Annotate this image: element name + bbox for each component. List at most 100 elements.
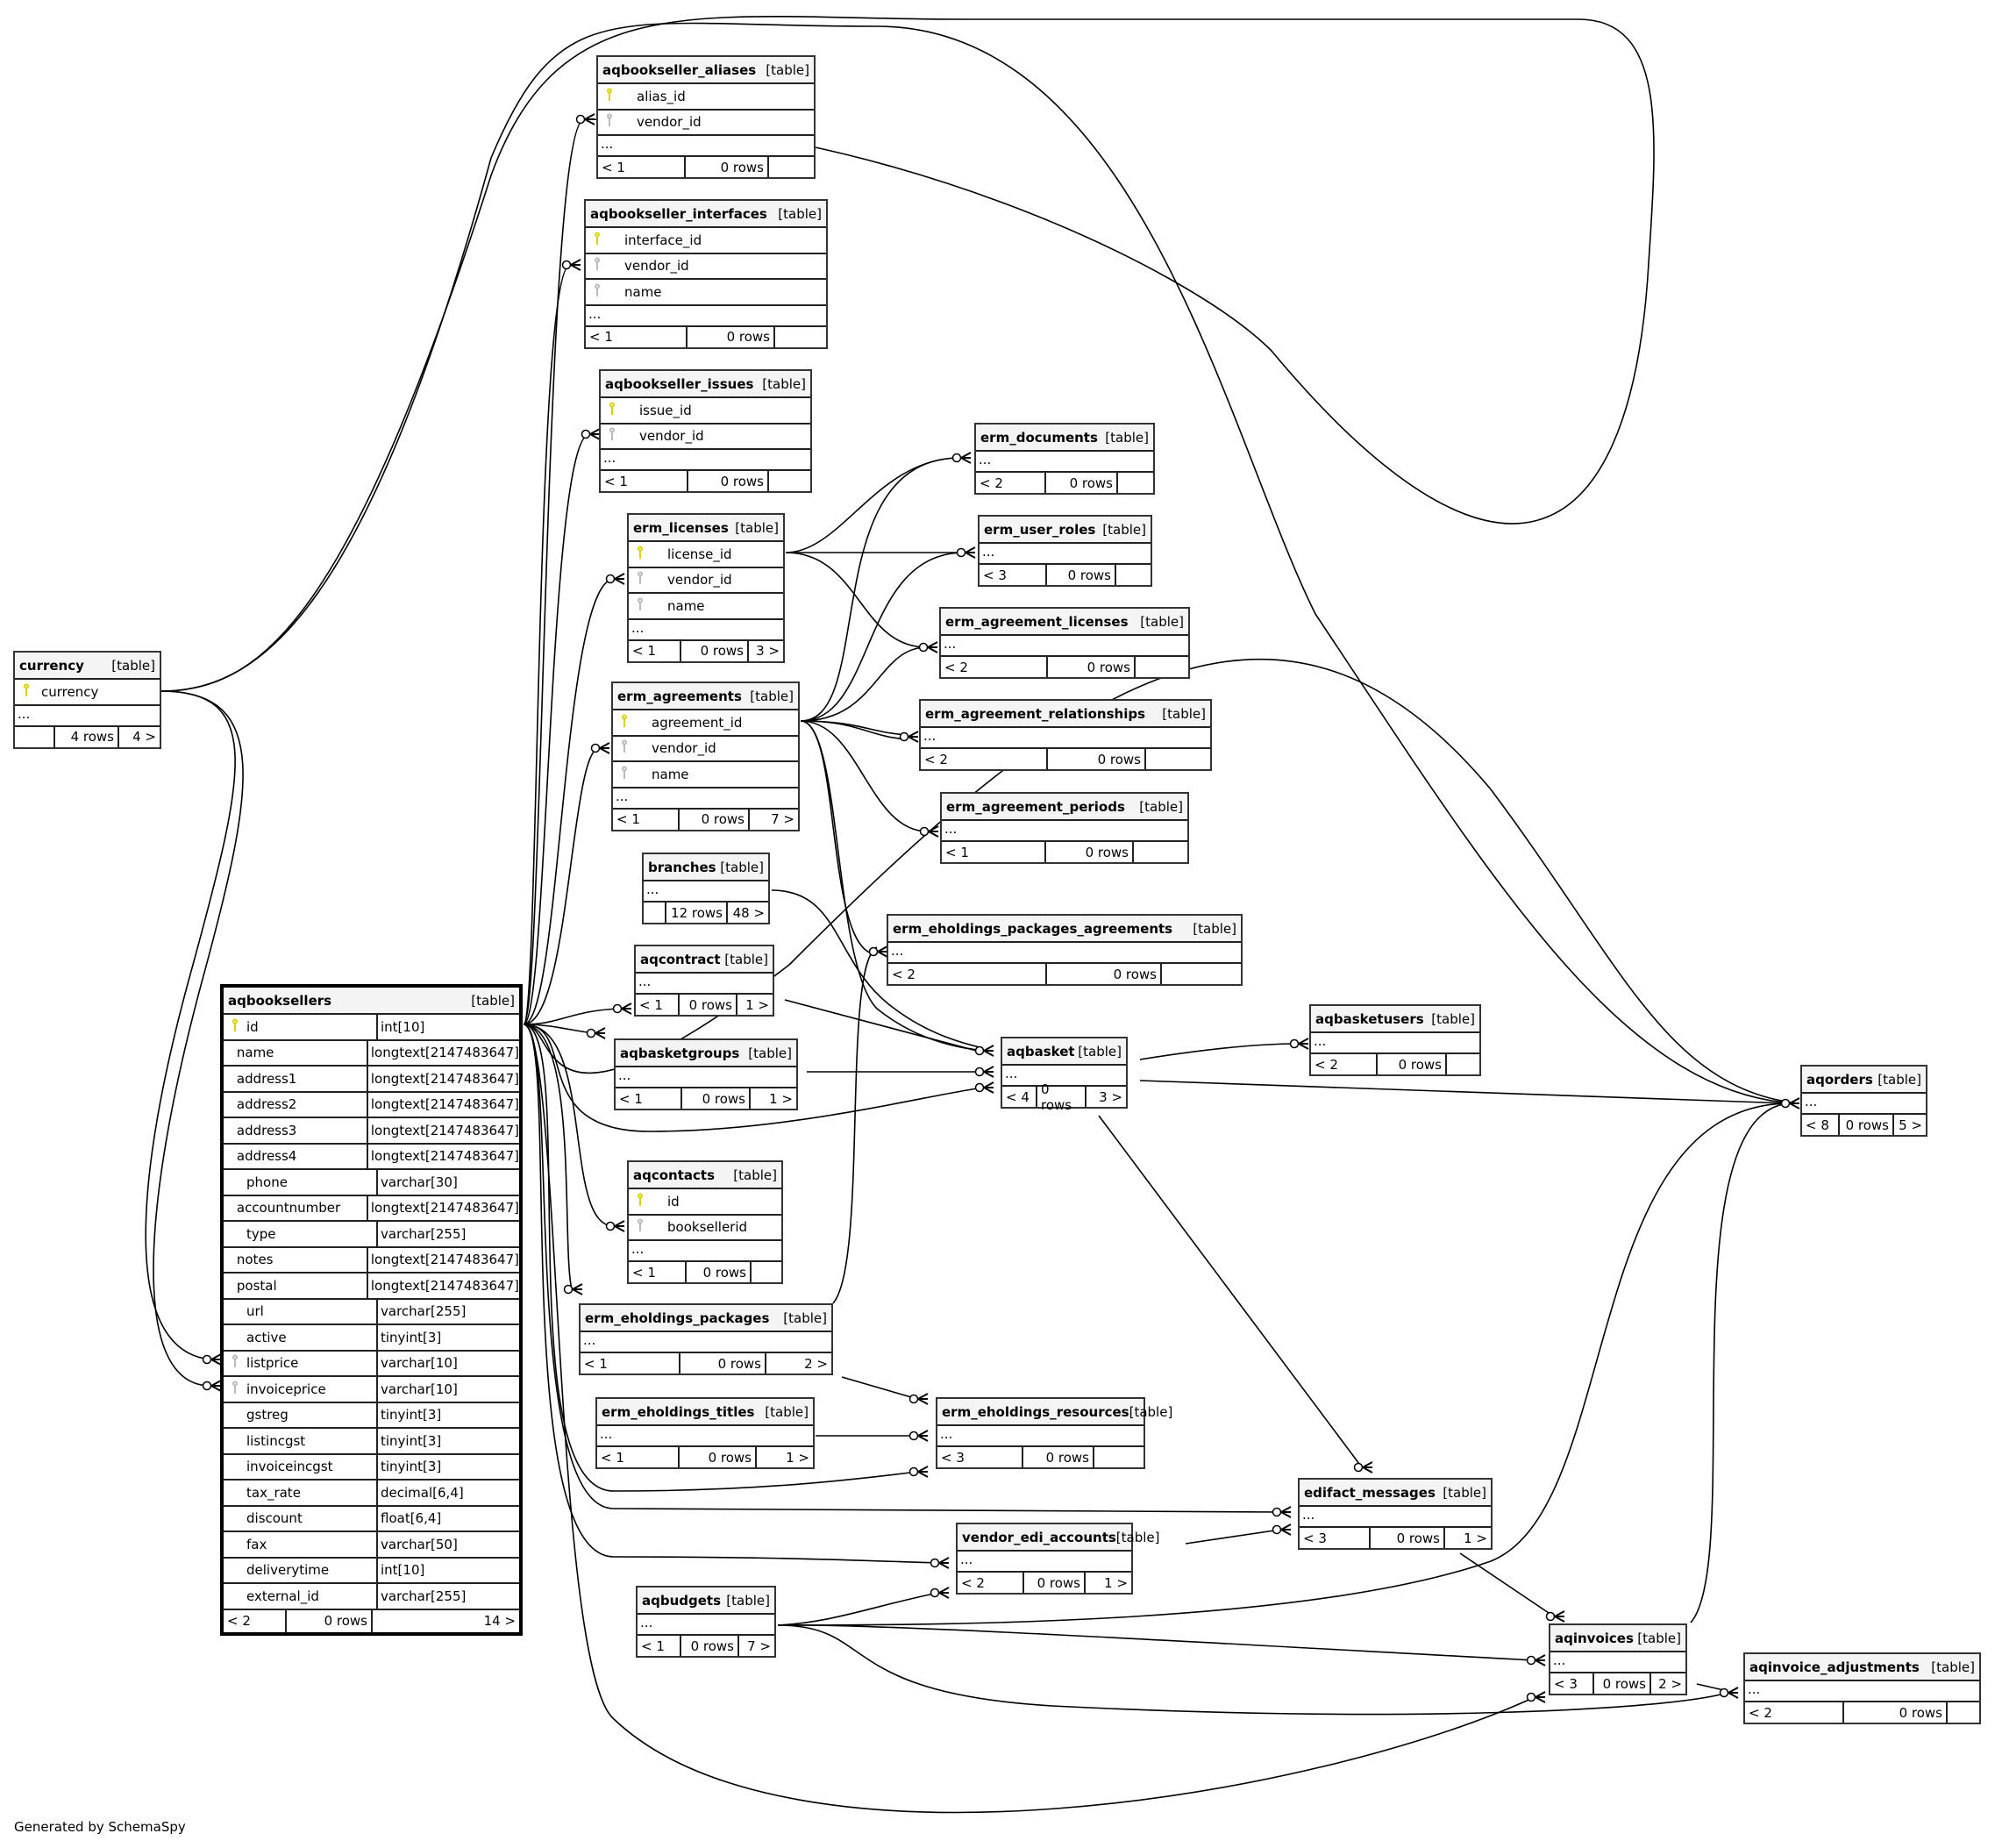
parents-count[interactable]: < 3 (1300, 1528, 1371, 1548)
children-count[interactable] (769, 471, 810, 491)
children-count[interactable] (752, 1262, 781, 1282)
children-count[interactable]: 48 > (732, 904, 765, 921)
children-count[interactable] (1134, 842, 1187, 862)
children-count[interactable] (1162, 964, 1241, 984)
table-aqbookseller-interfaces[interactable]: aqbookseller_interfaces[table]interface_… (584, 199, 828, 349)
children-count[interactable] (1948, 1702, 1979, 1723)
children-count[interactable]: 14 > (483, 1613, 516, 1629)
children-count[interactable]: 2 > (1658, 1675, 1682, 1692)
parents-count[interactable]: < 2 (941, 657, 1048, 677)
parents-count[interactable]: < 1 (616, 1088, 682, 1109)
parents-count[interactable]: < 8 (1802, 1115, 1840, 1135)
parents-count[interactable]: < 1 (638, 1636, 681, 1656)
children-count[interactable]: 7 > (771, 811, 794, 827)
parents-count[interactable]: < 1 (629, 640, 681, 661)
parents-count[interactable]: < 2 (224, 1609, 287, 1632)
column-row[interactable]: interface_id (586, 228, 826, 254)
parents-count[interactable]: < 1 (942, 842, 1046, 862)
column-row[interactable]: name (586, 280, 826, 306)
parents-count[interactable]: < 2 (888, 964, 1047, 984)
children-count[interactable]: 3 > (1099, 1088, 1122, 1105)
children-count[interactable]: 1 > (786, 1449, 809, 1466)
column-row[interactable]: issue_id (601, 398, 810, 425)
parents-count[interactable]: < 3 (1550, 1673, 1594, 1694)
parents-count[interactable]: < 4 (1002, 1087, 1037, 1107)
children-count[interactable] (1094, 1447, 1144, 1467)
children-count[interactable]: 4 > (132, 729, 156, 745)
column-row[interactable]: license_id (629, 542, 783, 568)
column-row[interactable]: vendor_id (586, 254, 826, 280)
column-row[interactable]: vendor_id (629, 568, 783, 594)
children-count[interactable]: 3 > (756, 643, 780, 659)
column-row[interactable]: id (629, 1189, 781, 1216)
column-row[interactable]: name (629, 594, 783, 620)
column-row[interactable]: booksellerid (629, 1216, 781, 1241)
children-count[interactable] (769, 157, 814, 177)
column-row[interactable]: vendor_id (598, 111, 814, 136)
children-count[interactable]: 1 > (745, 996, 769, 1013)
children-count[interactable]: 7 > (747, 1638, 771, 1654)
parents-count[interactable]: < 2 (1311, 1054, 1378, 1074)
table-erm-eholdings-packages-agreements[interactable]: erm_eholdings_packages_agreements[table]… (887, 914, 1243, 986)
parents-count[interactable]: < 2 (921, 749, 1048, 769)
parents-count[interactable]: < 2 (976, 473, 1046, 493)
parents-count[interactable]: < 1 (598, 157, 686, 177)
column-row[interactable]: name (613, 762, 798, 788)
parents-count[interactable]: < 1 (601, 471, 688, 491)
children-count[interactable] (1136, 657, 1188, 677)
parents-count[interactable]: < 2 (958, 1573, 1024, 1593)
parents-count[interactable]: < 1 (586, 326, 688, 347)
parents-count[interactable]: < 1 (613, 809, 680, 830)
children-count[interactable] (775, 327, 826, 347)
children-count[interactable]: 1 > (1104, 1574, 1128, 1591)
children-count[interactable]: 1 > (769, 1090, 793, 1107)
children-count[interactable] (1118, 473, 1153, 493)
column-row[interactable]: vendor_id (613, 737, 798, 762)
parents-count[interactable] (644, 903, 666, 923)
children-count[interactable]: 1 > (1464, 1530, 1487, 1546)
